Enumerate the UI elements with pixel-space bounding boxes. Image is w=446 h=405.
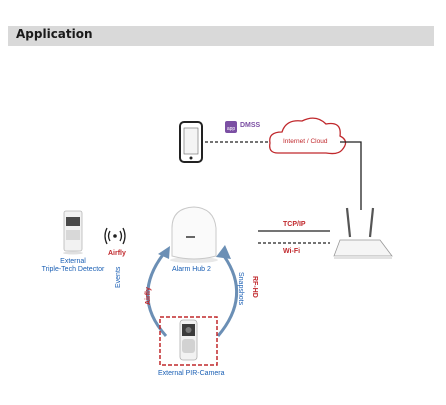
snapshots-arrow: [216, 245, 238, 337]
app-icon: app: [225, 121, 237, 133]
detector-label-line2: Triple-Tech Detector: [41, 266, 105, 273]
section-title: Application: [16, 27, 93, 41]
events-label: Events: [115, 266, 122, 288]
hub-label: Alarm Hub 2: [172, 266, 211, 273]
section-header: Application: [8, 26, 434, 46]
camera-highlight-box: [159, 316, 218, 366]
detector-label-line1: External: [60, 258, 86, 265]
hub-icon: [170, 206, 218, 263]
tcpip-label: TCP/IP: [283, 221, 306, 228]
wifi-label: Wi-Fi: [283, 248, 301, 255]
dmss-label: DMSS: [240, 122, 261, 129]
cloud-label: Internet / Cloud: [283, 138, 328, 145]
events-arrow: [146, 246, 170, 338]
detector-icon: [63, 210, 83, 255]
rfhd-label: RF-HD: [251, 276, 258, 298]
router-icon: [333, 207, 393, 259]
cloud-icon: [269, 117, 347, 155]
svg-text:app: app: [227, 126, 236, 132]
phone-icon: [179, 121, 203, 163]
camera-icon: [179, 319, 198, 361]
cloud-router-link: [340, 141, 362, 210]
wireless-signal-icon: [104, 227, 126, 245]
snapshots-label: Snapshots: [237, 272, 244, 306]
airfly-left-label: Airfly: [108, 250, 126, 257]
camera-label: External PIR-Camera: [158, 370, 225, 377]
airfly-down-label: Airfly: [145, 287, 152, 305]
